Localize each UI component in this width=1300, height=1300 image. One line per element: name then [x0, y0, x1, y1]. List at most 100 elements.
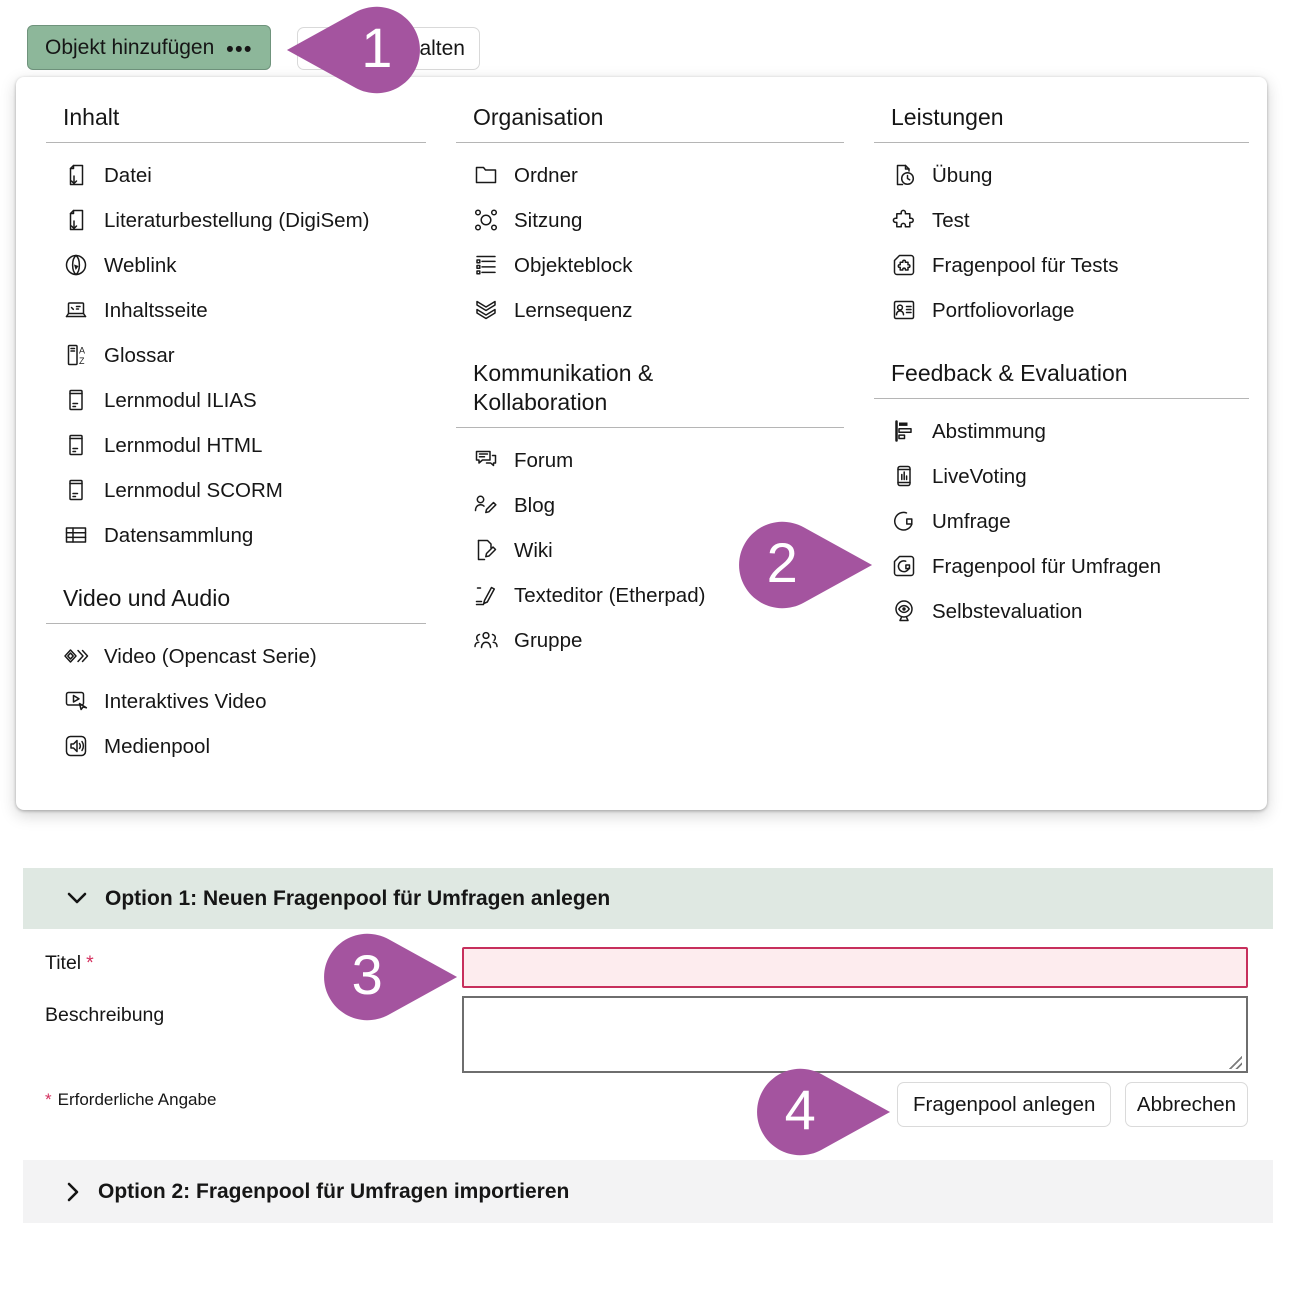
menu-item-label: Blog: [514, 494, 556, 517]
cancel-button[interactable]: Abbrechen: [1125, 1082, 1248, 1127]
blog-icon: [473, 492, 499, 518]
menu-item-blog[interactable]: Blog: [456, 483, 844, 528]
menu-item-label: Lernsequenz: [514, 299, 633, 322]
menu-item-label: Weblink: [104, 254, 177, 277]
gruppe-icon: [473, 627, 499, 653]
description-textarea[interactable]: [462, 996, 1248, 1073]
menu-item-interaktives-video[interactable]: Interaktives Video: [46, 679, 426, 724]
menu-item-label: LiveVoting: [932, 465, 1027, 488]
menu-item-selbstevaluation[interactable]: Selbstevaluation: [874, 589, 1249, 634]
wiki-icon: [473, 537, 499, 563]
opencast-icon: [63, 643, 89, 669]
menu-item-label: Interaktives Video: [104, 690, 267, 713]
menu-item-label: Lernmodul SCORM: [104, 479, 283, 502]
ellipsis-icon: •••: [226, 38, 253, 61]
menu-item-label: Forum: [514, 449, 574, 472]
menu-item-ordner[interactable]: Ordner: [456, 153, 844, 198]
menu-item-datensammlung[interactable]: Datensammlung: [46, 513, 426, 558]
menu-item-inhaltsseite[interactable]: Inhaltsseite: [46, 288, 426, 333]
menu-item-label: Literaturbestellung (DigiSem): [104, 209, 370, 232]
menu-section-title: Leistungen: [874, 103, 1249, 143]
portfolio-icon: [891, 297, 917, 323]
menu-item-label: Datensammlung: [104, 524, 254, 547]
menu-item-livevoting[interactable]: LiveVoting: [874, 454, 1249, 499]
weblink-icon: [63, 252, 89, 278]
required-field-note: *Erforderliche Angabe: [45, 1090, 217, 1109]
menu-item-forum[interactable]: Forum: [456, 438, 844, 483]
menu-item-fragenpool-für-tests[interactable]: Fragenpool für Tests: [874, 243, 1249, 288]
menu-item-objekteblock[interactable]: Objekteblock: [456, 243, 844, 288]
option1-collapsible-header[interactable]: Option 1: Neuen Fragenpool für Umfragen …: [23, 868, 1273, 929]
svg-text:Z: Z: [79, 356, 85, 366]
menu-item-lernmodul-scorm[interactable]: Lernmodul SCORM: [46, 468, 426, 513]
etherpad-icon: [473, 582, 499, 608]
menu-item-fragenpool-für-umfragen[interactable]: Fragenpool für Umfragen: [874, 544, 1249, 589]
menu-item-gruppe[interactable]: Gruppe: [456, 618, 844, 663]
menu-item-umfrage[interactable]: Umfrage: [874, 499, 1249, 544]
datensammlung-icon: [63, 522, 89, 548]
menu-item-literaturbestellung-digisem[interactable]: Literaturbestellung (DigiSem): [46, 198, 426, 243]
menu-item-datei[interactable]: Datei: [46, 153, 426, 198]
menu-item-label: Wiki: [514, 539, 553, 562]
toolbar-secondary-button[interactable]: alten: [297, 27, 480, 70]
menu-section-title: Inhalt: [46, 103, 426, 143]
menu-item-sitzung[interactable]: Sitzung: [456, 198, 844, 243]
menu-item-label: Datei: [104, 164, 152, 187]
forum-icon: [473, 447, 499, 473]
fragenpool-test-icon: [891, 252, 917, 278]
menu-item-abstimmung[interactable]: Abstimmung: [874, 409, 1249, 454]
option2-collapsible-header[interactable]: Option 2: Fragenpool für Umfragen import…: [23, 1160, 1273, 1223]
add-object-button[interactable]: Objekt hinzufügen •••: [27, 25, 271, 70]
create-questionpool-button[interactable]: Fragenpool anlegen: [897, 1082, 1112, 1127]
description-field-label: Beschreibung: [45, 1004, 165, 1026]
lernmodul-icon: [63, 432, 89, 458]
menu-item-weblink[interactable]: Weblink: [46, 243, 426, 288]
menu-item-label: Texteditor (Etherpad): [514, 584, 706, 607]
menu-item-label: Gruppe: [514, 629, 583, 652]
interactive-video-icon: [63, 688, 89, 714]
add-object-button-label: Objekt hinzufügen: [45, 35, 215, 59]
menu-item-übung[interactable]: Übung: [874, 153, 1249, 198]
menu-item-lernmodul-html[interactable]: Lernmodul HTML: [46, 423, 426, 468]
menu-item-label: Video (Opencast Serie): [104, 645, 317, 668]
menu-item-label: Fragenpool für Tests: [932, 254, 1119, 277]
title-field-label: Titel*: [45, 952, 94, 974]
menu-item-lernmodul-ilias[interactable]: Lernmodul ILIAS: [46, 378, 426, 423]
menu-item-video-opencast-serie[interactable]: Video (Opencast Serie): [46, 634, 426, 679]
menu-item-label: Lernmodul ILIAS: [104, 389, 257, 412]
livevoting-icon: [891, 463, 917, 489]
menu-item-test[interactable]: Test: [874, 198, 1249, 243]
menu-item-label: Selbstevaluation: [932, 600, 1083, 623]
lernmodul-icon: [63, 387, 89, 413]
sitzung-icon: [473, 207, 499, 233]
menu-item-medienpool[interactable]: Medienpool: [46, 724, 426, 769]
menu-item-wiki[interactable]: Wiki: [456, 528, 844, 573]
menu-item-label: Glossar: [104, 344, 175, 367]
chevron-down-icon: [67, 892, 87, 904]
uebung-icon: [891, 162, 917, 188]
callout-4: 4: [757, 1064, 892, 1160]
menu-item-lernsequenz[interactable]: Lernsequenz: [456, 288, 844, 333]
chevron-right-icon: [67, 1182, 79, 1201]
lernmodul-icon: [63, 477, 89, 503]
option2-header-label: Option 2: Fragenpool für Umfragen import…: [98, 1179, 570, 1203]
menu-item-portfoliovorlage[interactable]: Portfoliovorlage: [874, 288, 1249, 333]
objekteblock-icon: [473, 252, 499, 278]
menu-item-label: Objekteblock: [514, 254, 633, 277]
callout-3: 3: [324, 929, 459, 1025]
title-input[interactable]: [462, 947, 1248, 988]
medienpool-icon: [63, 733, 89, 759]
menu-item-texteditor-etherpad[interactable]: Texteditor (Etherpad): [456, 573, 844, 618]
svg-text:A: A: [79, 346, 85, 356]
menu-item-label: Umfrage: [932, 510, 1011, 533]
